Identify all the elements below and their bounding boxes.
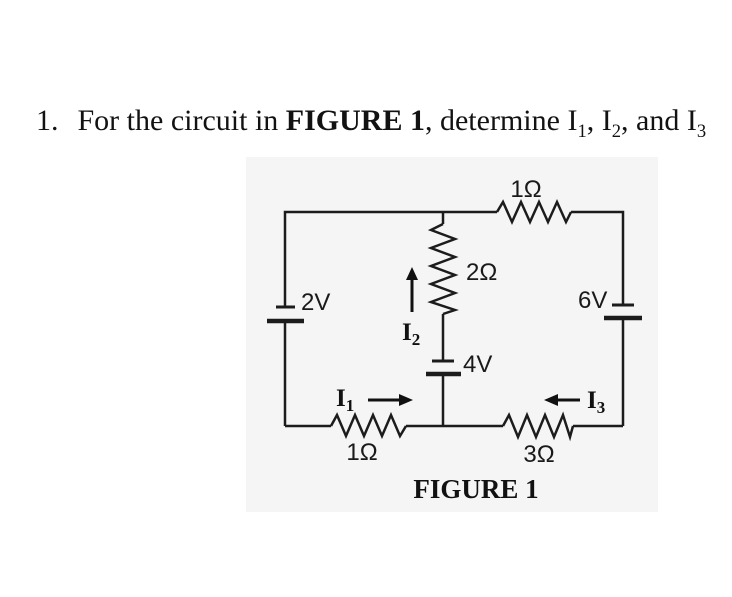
figure-reference: FIGURE 1 bbox=[285, 104, 425, 137]
question-text-part: , bbox=[586, 104, 602, 137]
resistor-bottom-right-3ohm bbox=[501, 411, 575, 442]
label-resistor-middle: 2Ω bbox=[466, 259, 497, 286]
current-subscript-1: 1 bbox=[577, 121, 587, 142]
current-arrow-i1-head bbox=[399, 394, 413, 406]
resistor-top-1ohm bbox=[495, 198, 573, 226]
label-battery-left: 2V bbox=[301, 289, 330, 316]
figure-caption: FIGURE 1 bbox=[413, 474, 538, 504]
question-text-part: , and bbox=[621, 104, 687, 137]
resistor-middle-2ohm bbox=[427, 222, 459, 316]
label-resistor-bottom-right: 3Ω bbox=[523, 441, 554, 468]
label-current-i3: I3 bbox=[587, 387, 605, 417]
current-arrow-i2-head bbox=[406, 267, 418, 280]
wire-top-left bbox=[283, 210, 497, 306]
current-i1-base: I bbox=[336, 385, 346, 412]
label-current-i2: I2 bbox=[402, 319, 420, 349]
question-text-part: For the circuit in bbox=[77, 104, 286, 137]
current-arrow-i3-head bbox=[544, 394, 558, 406]
current-i2-sub: 2 bbox=[412, 330, 421, 349]
label-current-i1: I1 bbox=[336, 385, 354, 415]
question-number: 1. bbox=[36, 104, 59, 137]
label-battery-middle: 4V bbox=[463, 351, 492, 378]
current-subscript-3: 3 bbox=[696, 121, 707, 142]
current-symbol-i1: I bbox=[567, 104, 578, 137]
current-subscript-2: 2 bbox=[611, 121, 622, 142]
resistor-bottom-left-1ohm bbox=[329, 411, 408, 440]
current-i1-sub: 1 bbox=[346, 396, 355, 415]
current-symbol-i3: I bbox=[686, 104, 697, 137]
scan-background bbox=[246, 157, 658, 512]
label-resistor-bottom-left: 1Ω bbox=[346, 439, 377, 466]
wire-top-right bbox=[571, 210, 625, 304]
question-line: 1. For the circuit in FIGURE 1, determin… bbox=[36, 104, 707, 141]
label-battery-right: 6V bbox=[578, 287, 607, 314]
current-i2-base: I bbox=[402, 319, 412, 346]
question-body: For the circuit in FIGURE 1, determine I… bbox=[77, 104, 707, 141]
question-text-part: , determine bbox=[424, 104, 568, 137]
current-symbol-i2: I bbox=[601, 104, 612, 137]
current-i3-base: I bbox=[587, 387, 597, 414]
label-resistor-top: 1Ω bbox=[510, 176, 541, 203]
current-i3-sub: 3 bbox=[597, 398, 606, 417]
